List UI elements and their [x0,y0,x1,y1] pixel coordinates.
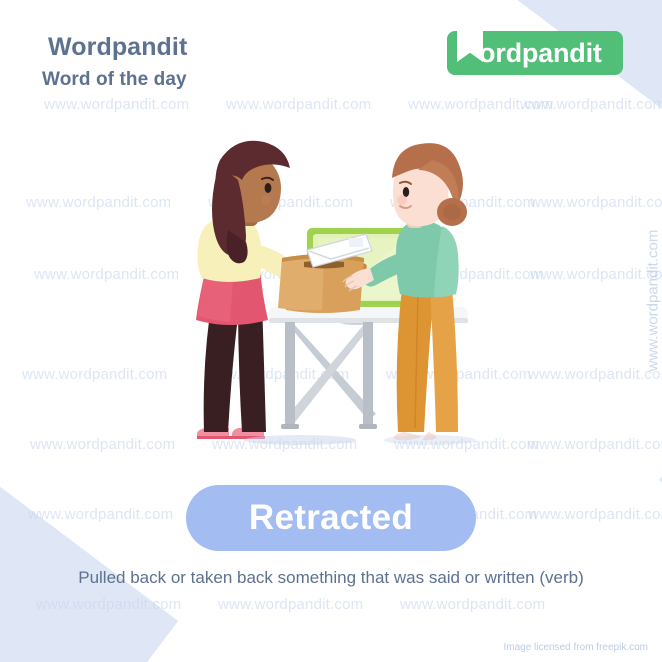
word-definition: Pulled back or taken back something that… [78,568,584,587]
wordpandit-logo[interactable]: ordpandit [447,31,623,75]
word-badge: Retracted [186,485,476,551]
image-attribution: Image licensed from freepik.com [503,642,648,653]
brand-title: Wordpandit [48,33,188,61]
logo-text: ordpandit [479,37,602,68]
word-term: Retracted [248,498,414,537]
voter-woman [196,140,317,439]
ballot-envelope-icon [306,233,373,268]
poll-worker-woman [342,143,467,441]
header: Wordpandit Word of the day [42,33,188,91]
ballot-box-icon [278,254,364,313]
brand-subtitle: Word of the day [42,68,187,90]
